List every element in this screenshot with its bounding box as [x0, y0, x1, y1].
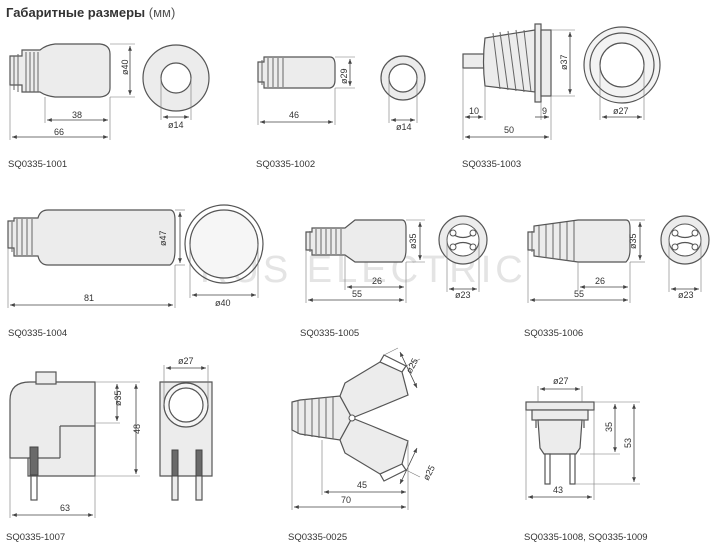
dim-1006-d35: ø35	[628, 233, 638, 249]
dim-1006-d23: ø23	[678, 290, 694, 300]
code-sq0335-1003: SQ0335-1003	[462, 159, 521, 170]
dim-1008-53: 53	[623, 438, 633, 448]
dim-1003-9: 9	[542, 106, 547, 116]
dim-1002-d14: ø14	[396, 122, 412, 132]
dim-1001-d14: ø14	[168, 120, 184, 130]
code-sq0335-1001: SQ0335-1001	[8, 159, 67, 170]
drawing-sq0335-1001	[9, 43, 210, 140]
dim-0025-70: 70	[341, 495, 351, 505]
dim-1006-26: 26	[595, 276, 605, 286]
dim-1003-50: 50	[504, 125, 514, 135]
dim-1007-d27: ø27	[178, 356, 194, 366]
drawing-sq0335-1006	[527, 215, 710, 303]
dim-1003-d37: ø37	[559, 54, 569, 70]
dim-1008-43: 43	[553, 485, 563, 495]
drawing-sq0335-1004	[7, 204, 264, 308]
code-sq0335-1007: SQ0335-1007	[6, 532, 65, 543]
drawing-sq0335-1007	[9, 365, 213, 518]
dim-1007-48: 48	[132, 424, 142, 434]
dim-1005-d35: ø35	[408, 233, 418, 249]
dim-1003-d27: ø27	[613, 106, 629, 116]
dim-1001-d40: ø40	[120, 59, 130, 75]
code-sq0335-0025: SQ0335-0025	[288, 532, 347, 543]
drawing-sq0335-1008-1009	[525, 386, 640, 500]
thread-lines	[13, 52, 39, 92]
dim-1003-10: 10	[469, 106, 479, 116]
drawing-sq0335-0025	[291, 347, 421, 510]
code-sq0335-1006: SQ0335-1006	[524, 328, 583, 339]
drawing-sq0335-1005	[305, 215, 488, 303]
dim-1006-55: 55	[574, 289, 584, 299]
dim-1007-d35: ø35	[113, 390, 123, 406]
dim-1001-38: 38	[72, 110, 82, 120]
dim-1007-63: 63	[60, 503, 70, 513]
code-sq0335-1005: SQ0335-1005	[300, 328, 359, 339]
code-sq0335-1002: SQ0335-1002	[256, 159, 315, 170]
dim-1002-46: 46	[289, 110, 299, 120]
dim-1008-35: 35	[604, 422, 614, 432]
dim-1004-81: 81	[84, 293, 94, 303]
drawing-sq0335-1003	[462, 23, 661, 140]
page-title: Габаритные размеры (мм)	[6, 5, 175, 20]
dim-1004-d40: ø40	[215, 298, 231, 308]
dim-0025-d25-top: ø25	[404, 357, 420, 375]
dim-1002-d29: ø29	[339, 68, 349, 84]
dim-1005-55: 55	[352, 289, 362, 299]
dim-1008-d27: ø27	[553, 376, 569, 386]
code-sq0335-1004: SQ0335-1004	[8, 328, 67, 339]
title-unit: (мм)	[148, 5, 176, 20]
dim-1001-66: 66	[54, 127, 64, 137]
code-sq0335-1008-1009: SQ0335-1008, SQ0335-1009	[524, 532, 648, 543]
dim-1004-d47: ø47	[158, 230, 168, 246]
dim-0025-d25-bottom: ø25	[421, 464, 437, 482]
title-text: Габаритные размеры	[6, 5, 146, 20]
dim-1005-26: 26	[372, 276, 382, 286]
dim-1005-d23: ø23	[455, 290, 471, 300]
dim-0025-45: 45	[357, 480, 367, 490]
drawing-sq0335-1002	[257, 55, 426, 125]
